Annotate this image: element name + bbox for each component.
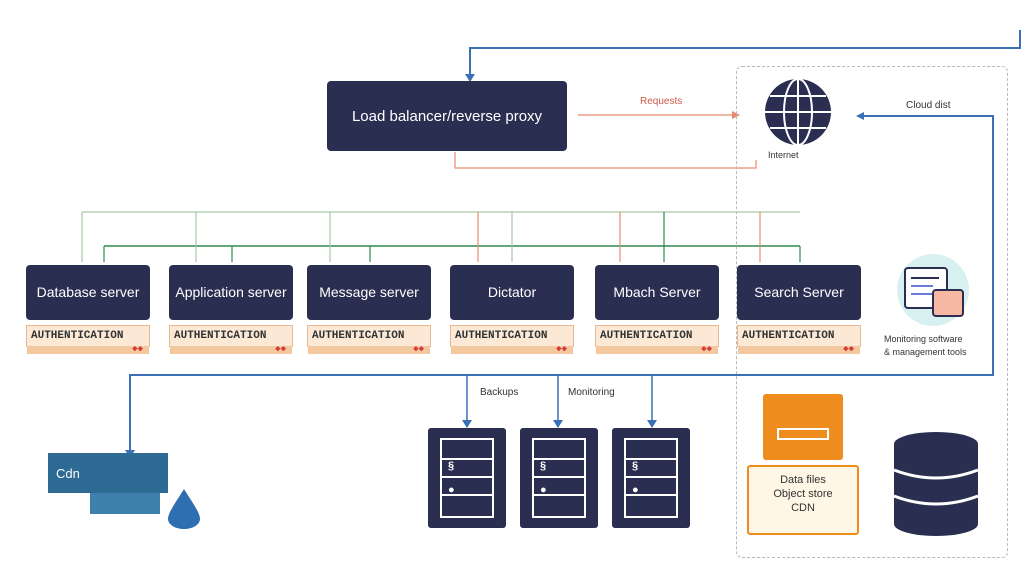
- server-box-5[interactable]: Search Server: [737, 265, 861, 320]
- requests-label: Requests: [640, 96, 683, 107]
- monitoring-app-icon: [893, 250, 973, 330]
- load-balancer-label: Load balancer/reverse proxy: [351, 107, 543, 125]
- auth-strip-label-2: AUTHENTICATION: [312, 330, 405, 342]
- auth-strip-label-0: AUTHENTICATION: [31, 330, 124, 342]
- auth-strip-3: AUTHENTICATION ◆◆: [450, 325, 574, 354]
- salmon-return: [454, 152, 757, 169]
- disk-icon: §: [540, 460, 547, 472]
- blue-top-link: [469, 30, 1021, 78]
- server-label-4: Mbach Server: [613, 284, 701, 300]
- auth-strip-4: AUTHENTICATION ◆◆: [595, 325, 719, 354]
- cloud-zone: [736, 66, 1008, 558]
- auth-strip-label-4: AUTHENTICATION: [600, 330, 693, 342]
- storage-drive-icon: [763, 394, 843, 460]
- storage-rack-2[interactable]: §●: [612, 428, 690, 528]
- blue-top-arrow: [465, 74, 475, 82]
- server-box-0[interactable]: Database server: [26, 265, 150, 320]
- server-box-3[interactable]: Dictator: [450, 265, 574, 320]
- drop-lines: [81, 212, 801, 262]
- cache-text-2: CDN: [791, 502, 815, 514]
- database-icon: [892, 430, 980, 540]
- warning-icon: ◆◆: [556, 344, 567, 354]
- storage-rack-0[interactable]: §●: [428, 428, 506, 528]
- water-drop-icon: [164, 487, 204, 536]
- disk-icon: ●: [448, 484, 455, 496]
- disk-icon: ●: [540, 484, 547, 496]
- object-store-card[interactable]: Data files Object store CDN: [747, 465, 859, 535]
- auth-strip-1: AUTHENTICATION ◆◆: [169, 325, 293, 354]
- side-text-1: & management tools: [884, 347, 967, 357]
- server-label-1: Application server: [175, 284, 287, 300]
- auth-strip-2: AUTHENTICATION ◆◆: [307, 325, 431, 354]
- disk-icon: §: [632, 460, 639, 472]
- backups-label: Backups: [480, 387, 519, 398]
- server-label-2: Message server: [319, 284, 419, 300]
- cloud-label: Cloud dist: [906, 100, 951, 111]
- blue-right-arrow: [856, 112, 864, 120]
- blue-right-loop: [129, 115, 994, 455]
- auth-strip-label-5: AUTHENTICATION: [742, 330, 835, 342]
- server-label-0: Database server: [36, 284, 140, 300]
- warning-icon: ◆◆: [701, 344, 712, 354]
- storage-rack-1[interactable]: §●: [520, 428, 598, 528]
- internet-globe-icon: [756, 74, 840, 158]
- warning-icon: ◆◆: [275, 344, 286, 354]
- internet-label: Internet: [768, 150, 799, 160]
- cache-text-0: Data files: [780, 474, 826, 486]
- disk-icon: §: [448, 460, 455, 472]
- cdn-tile[interactable]: Cdn: [48, 453, 168, 493]
- side-text-0: Monitoring software: [884, 334, 963, 344]
- monitoring-label: Monitoring: [568, 387, 615, 398]
- auth-strip-0: AUTHENTICATION ◆◆: [26, 325, 150, 354]
- server-label-3: Dictator: [487, 284, 537, 300]
- auth-strip-5: AUTHENTICATION ◆◆: [737, 325, 861, 354]
- server-box-1[interactable]: Application server: [169, 265, 293, 320]
- auth-strip-label-1: AUTHENTICATION: [174, 330, 267, 342]
- warning-icon: ◆◆: [413, 344, 424, 354]
- auth-strip-label-3: AUTHENTICATION: [455, 330, 548, 342]
- warning-icon: ◆◆: [132, 344, 143, 354]
- server-box-4[interactable]: Mbach Server: [595, 265, 719, 320]
- disk-icon: ●: [632, 484, 639, 496]
- server-box-2[interactable]: Message server: [307, 265, 431, 320]
- load-balancer-box[interactable]: Load balancer/reverse proxy: [327, 81, 567, 151]
- server-label-5: Search Server: [754, 284, 844, 300]
- warning-icon: ◆◆: [843, 344, 854, 354]
- cdn-label: Cdn: [56, 465, 80, 481]
- cache-text-1: Object store: [773, 488, 833, 500]
